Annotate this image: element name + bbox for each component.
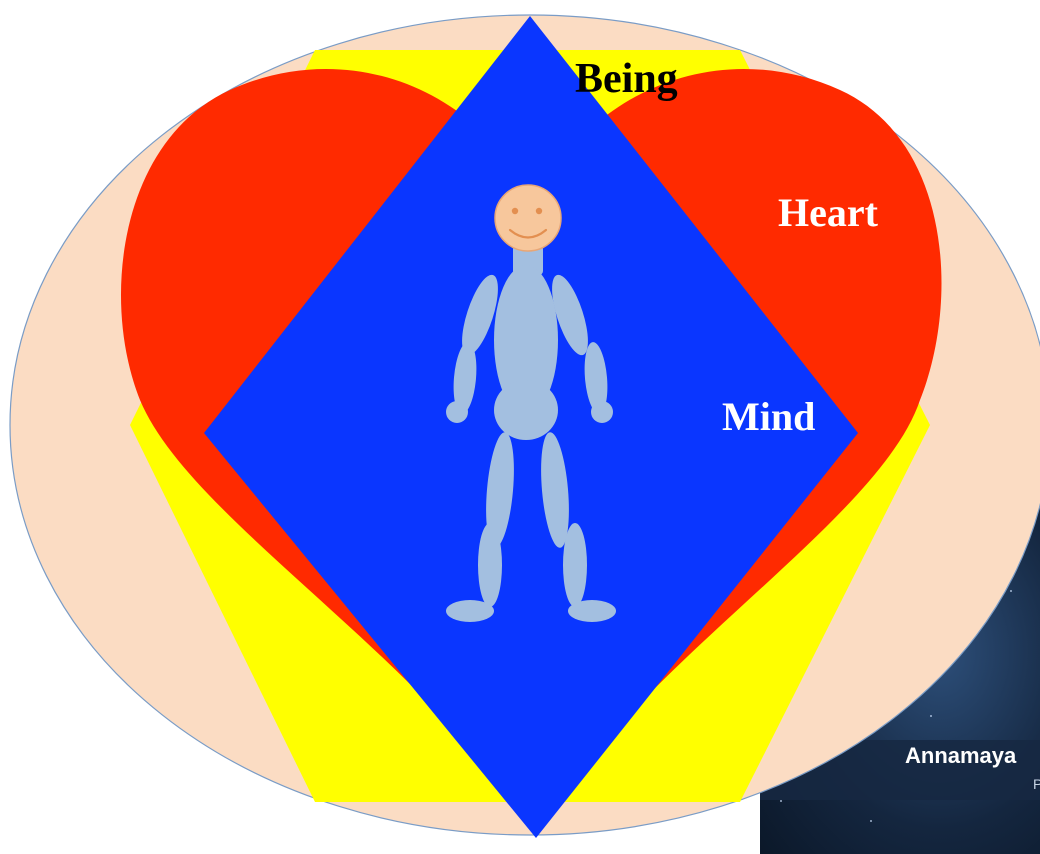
heart-label: Heart [778,190,879,235]
smiley-face-icon [495,185,561,251]
mind-label: Mind [722,394,815,439]
being-label: Being [575,56,678,102]
